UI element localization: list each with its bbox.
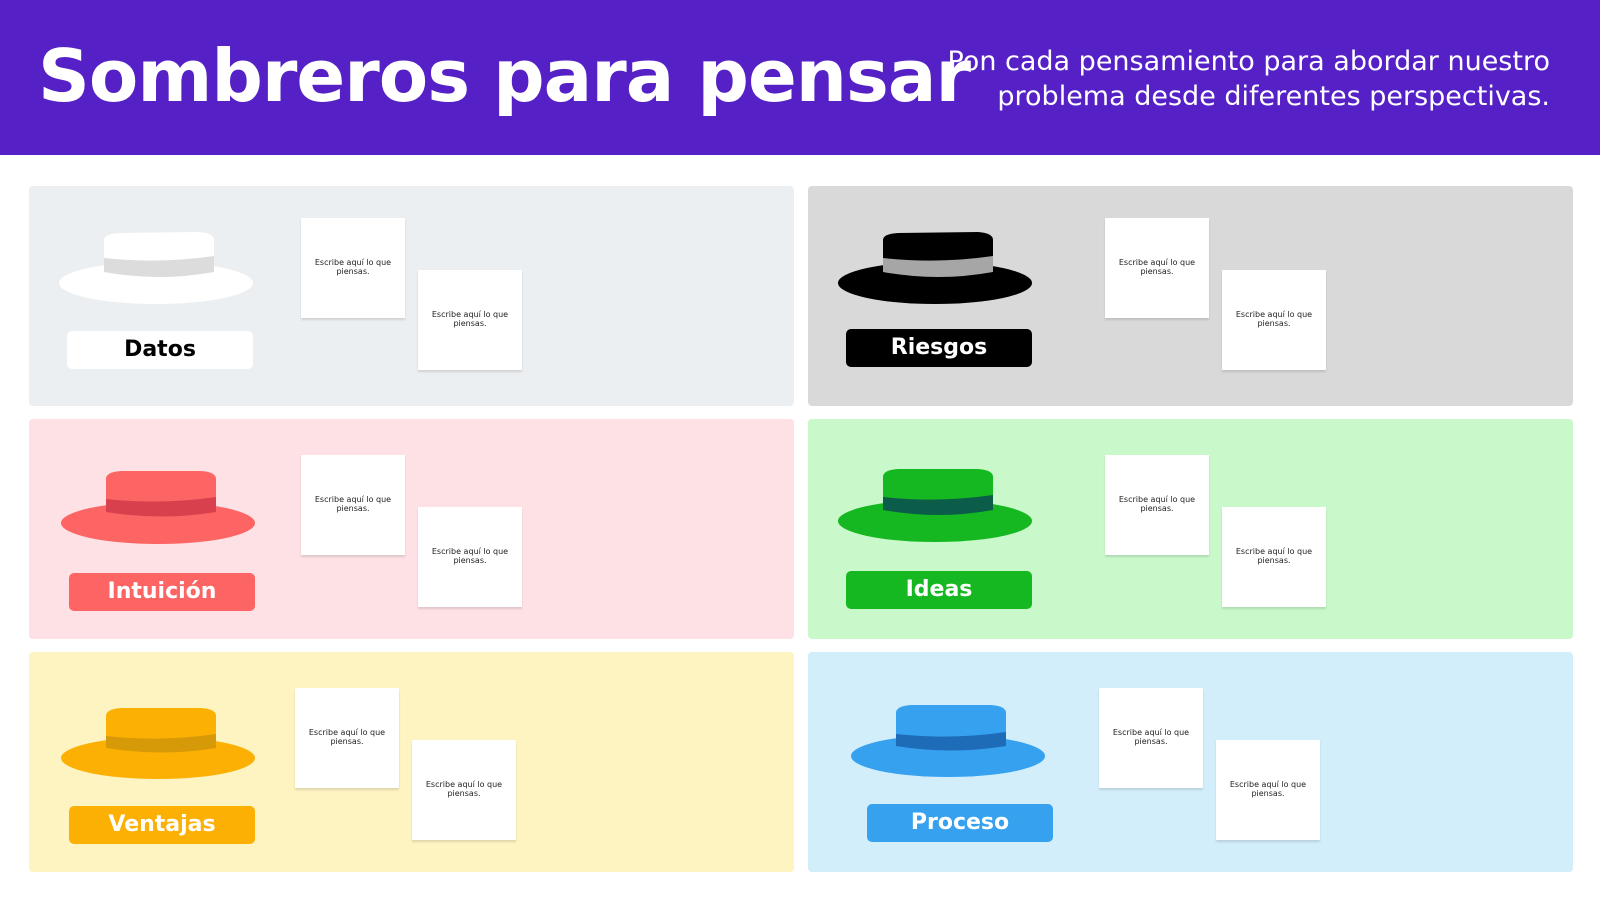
sticky-note[interactable]: Escribe aquí lo que piensas. [1222, 507, 1326, 607]
panel-label: Datos [67, 331, 253, 369]
page-subtitle: Pon cada pensamiento para abordar nuestr… [947, 46, 1550, 112]
sticky-note-text: Escribe aquí lo que piensas. [431, 547, 509, 565]
panel-label: Intuición [69, 573, 255, 611]
panel-label: Riesgos [846, 329, 1032, 367]
panel-ideas: Ideas Escribe aquí lo que piensas. Escri… [808, 419, 1573, 639]
panel-label: Ventajas [69, 806, 255, 844]
panel-datos: Datos Escribe aquí lo que piensas. Escri… [29, 186, 794, 406]
sticky-note-text: Escribe aquí lo que piensas. [308, 728, 386, 746]
sticky-note-text: Escribe aquí lo que piensas. [425, 780, 503, 798]
black-hat-icon [838, 232, 1032, 304]
sticky-note-text: Escribe aquí lo que piensas. [314, 258, 392, 276]
blue-hat-icon [851, 705, 1045, 777]
sticky-note[interactable]: Escribe aquí lo que piensas. [418, 270, 522, 370]
green-hat-icon [838, 469, 1032, 542]
sticky-note-text: Escribe aquí lo que piensas. [1235, 547, 1313, 565]
sticky-note[interactable]: Escribe aquí lo que piensas. [1099, 688, 1203, 788]
white-hat-icon [59, 232, 253, 304]
panel-label: Proceso [867, 804, 1053, 842]
sticky-note-text: Escribe aquí lo que piensas. [1118, 258, 1196, 276]
sticky-note-text: Escribe aquí lo que piensas. [1235, 310, 1313, 328]
sticky-note-text: Escribe aquí lo que piensas. [1118, 495, 1196, 513]
header-banner: Sombreros para pensar Pon cada pensamien… [0, 0, 1600, 155]
sticky-note[interactable]: Escribe aquí lo que piensas. [1105, 455, 1209, 555]
sticky-note[interactable]: Escribe aquí lo que piensas. [412, 740, 516, 840]
sticky-note[interactable]: Escribe aquí lo que piensas. [1105, 218, 1209, 318]
sticky-note[interactable]: Escribe aquí lo que piensas. [301, 455, 405, 555]
panel-intuicion: Intuición Escribe aquí lo que piensas. E… [29, 419, 794, 639]
yellow-hat-icon [61, 708, 255, 779]
sticky-note[interactable]: Escribe aquí lo que piensas. [1216, 740, 1320, 840]
panel-ventajas: Ventajas Escribe aquí lo que piensas. Es… [29, 652, 794, 872]
sticky-note[interactable]: Escribe aquí lo que piensas. [301, 218, 405, 318]
red-hat-icon [61, 471, 255, 544]
sticky-note[interactable]: Escribe aquí lo que piensas. [295, 688, 399, 788]
sticky-note-text: Escribe aquí lo que piensas. [314, 495, 392, 513]
panel-label: Ideas [846, 571, 1032, 609]
sticky-note[interactable]: Escribe aquí lo que piensas. [1222, 270, 1326, 370]
sticky-note-text: Escribe aquí lo que piensas. [1229, 780, 1307, 798]
sticky-note-text: Escribe aquí lo que piensas. [431, 310, 509, 328]
panel-proceso: Proceso Escribe aquí lo que piensas. Esc… [808, 652, 1573, 872]
panel-riesgos: Riesgos Escribe aquí lo que piensas. Esc… [808, 186, 1573, 406]
sticky-note-text: Escribe aquí lo que piensas. [1112, 728, 1190, 746]
page-title: Sombreros para pensar [38, 34, 971, 118]
sticky-note[interactable]: Escribe aquí lo que piensas. [418, 507, 522, 607]
